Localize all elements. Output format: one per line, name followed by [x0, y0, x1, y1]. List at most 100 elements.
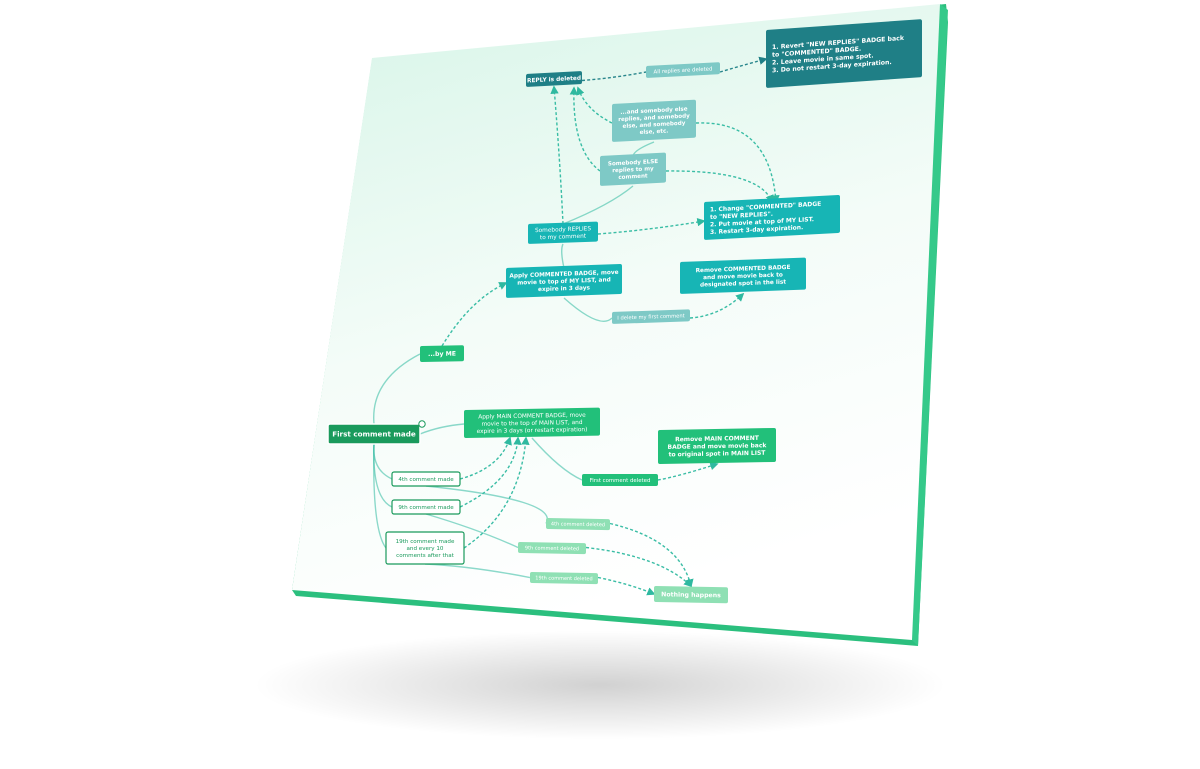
node-box	[766, 19, 922, 88]
connector-line	[597, 217, 706, 235]
node-label: comment	[618, 173, 648, 181]
node-label: ...and somebody else	[620, 106, 687, 116]
node-first-comment: First comment made	[327, 423, 421, 445]
connector-line	[562, 185, 634, 225]
connector-line	[531, 437, 583, 481]
node-box	[680, 257, 806, 294]
connector-line	[569, 86, 601, 172]
node-label: expire in 3 days (or restart expiration)	[477, 427, 588, 435]
node-label: movie to the top of MAIN LIST, and	[481, 420, 582, 428]
node-label: ...by ME	[428, 351, 456, 358]
node-label: All replies are deleted	[654, 66, 713, 75]
connector-line	[425, 485, 548, 524]
node-nothing: Nothing happens	[654, 586, 728, 604]
node-label: Nothing happens	[661, 591, 721, 599]
node-ninth-deleted: 9th comment deleted	[518, 542, 586, 555]
connector-line	[550, 85, 564, 225]
node-label: 9th comment deleted	[525, 545, 579, 552]
connector-line	[425, 513, 519, 549]
node-box	[391, 499, 461, 515]
node-label: 19th comment made	[396, 539, 455, 545]
node-label: First comment deleted	[590, 478, 651, 484]
node-ninth-made: 9th comment made	[391, 499, 461, 515]
node-label: Somebody REPLIES	[535, 226, 591, 234]
node-label: replies to my	[612, 166, 654, 174]
node-box	[546, 518, 610, 531]
node-label: to original spot in MAIN LIST	[669, 450, 767, 459]
node-box	[600, 152, 666, 186]
node-box	[646, 62, 720, 78]
node-box	[612, 309, 690, 324]
node-label: Remove COMMENTED BADGE	[696, 265, 791, 274]
node-box	[582, 474, 658, 486]
board-shadow	[250, 630, 950, 740]
node-box	[506, 264, 622, 298]
node-label: else, etc.	[640, 129, 669, 137]
node-box	[658, 427, 776, 464]
node-label: Somebody ELSE	[608, 159, 658, 168]
node-label: I delete my first comment	[617, 313, 684, 321]
connector-line	[373, 353, 421, 425]
connector-line	[441, 282, 508, 347]
connectors	[373, 56, 780, 596]
node-label: Apply MAIN COMMENT BADGE, move	[478, 413, 586, 421]
connector-line	[419, 423, 465, 435]
node-box	[420, 345, 464, 362]
node-box	[654, 586, 728, 604]
connector-line	[657, 462, 719, 481]
node-fourth-made: 4th comment made	[391, 471, 461, 487]
node-box	[518, 542, 586, 555]
node-label: and every 10	[406, 546, 443, 552]
node-nineteenth-deleted: 19th comment deleted	[530, 572, 598, 585]
node-box	[528, 221, 598, 244]
connector-line	[695, 122, 780, 204]
node-label: else, and somebody	[623, 121, 686, 130]
node-label: 4th comment deleted	[551, 521, 605, 528]
node-label: BADGE and move movie back	[668, 442, 768, 451]
connector-line	[373, 443, 387, 549]
node-label: comments after that	[396, 553, 454, 559]
node-all-replies-deleted: All replies are deleted	[646, 62, 720, 78]
connector-line	[576, 86, 613, 124]
node-box	[391, 471, 461, 487]
node-label: to my comment	[540, 234, 587, 242]
node-box	[385, 531, 465, 565]
node-box	[327, 423, 421, 445]
board-side	[912, 4, 948, 646]
connector-line	[665, 170, 774, 204]
connector-line	[463, 436, 530, 549]
connector-line	[459, 436, 522, 508]
node-label: replies, and somebody	[618, 113, 690, 123]
node-label: Remove MAIN COMMENT	[675, 435, 760, 443]
node-label: designated spot in the list	[700, 280, 786, 289]
node-box	[464, 407, 600, 438]
node-label: REPLY is deleted	[527, 76, 581, 85]
connector-line	[563, 297, 613, 322]
connector-line	[689, 292, 745, 319]
collapse-handle-icon[interactable]	[418, 420, 426, 428]
node-label: 19th comment deleted	[535, 575, 592, 582]
node-label: to "NEW REPLIES".	[710, 211, 773, 221]
connector-line	[581, 71, 647, 82]
node-by-me: ...by ME	[420, 345, 464, 362]
node-box	[704, 194, 840, 240]
node-label: 9th comment made	[398, 505, 454, 511]
node-reply-deleted: REPLY is deleted	[526, 71, 582, 87]
connector-line	[585, 546, 693, 588]
node-box	[530, 572, 598, 585]
node-first-deleted: First comment deleted	[582, 474, 658, 486]
node-label: 4th comment made	[398, 477, 454, 483]
node-label: First comment made	[332, 430, 416, 439]
